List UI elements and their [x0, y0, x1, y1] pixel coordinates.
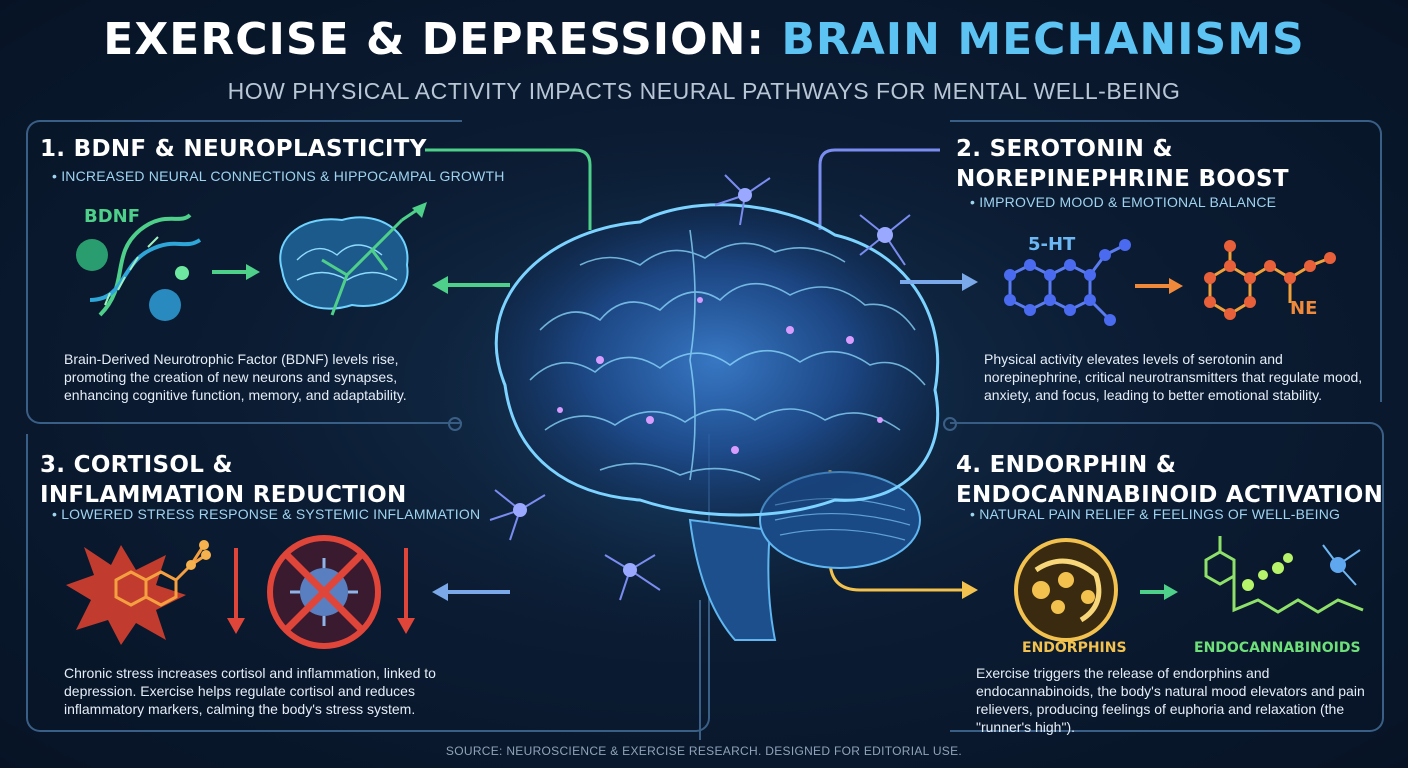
arrow-right-icon: [1135, 278, 1183, 294]
endocannabinoid-icon: [1204, 536, 1364, 614]
section-body-endorphin: Exercise triggers the release of endorph…: [976, 665, 1365, 735]
section-body-bdnf: Brain-Derived Neurotrophic Factor (BDNF)…: [64, 351, 407, 403]
norepinephrine-label: NE: [1290, 298, 1318, 319]
serotonin-molecule-icon: [1004, 239, 1131, 326]
section-body-cortisol: Chronic stress increases cortisol and in…: [64, 665, 436, 717]
source-note: SOURCE: NEUROSCIENCE & EXERCISE RESEARCH…: [445, 744, 963, 758]
section-subtitle-cortisol: • LOWERED STRESS RESPONSE & SYSTEMIC INF…: [52, 506, 481, 522]
panel-frame-bdnf: [26, 120, 462, 424]
arrow-right-icon: [212, 264, 260, 280]
section-title-endorphin-line1: 4. ENDORPHIN &: [956, 452, 1177, 478]
panel-frame-serotonin: [950, 120, 1382, 402]
section-subtitle-serotonin: • IMPROVED MOOD & EMOTIONAL BALANCE: [970, 194, 1277, 210]
dna-icon: [76, 213, 202, 321]
section-title-bdnf-line1: 1. BDNF & NEUROPLASTICITY: [40, 136, 427, 162]
section-title-serotonin: 2. SEROTONIN & NOREPINEPHRINE BOOST: [956, 134, 1289, 194]
panel-frame-endorphin: [950, 422, 1384, 732]
section-title-cortisol-line2: INFLAMMATION REDUCTION: [40, 482, 407, 508]
page-title: EXERCISE & DEPRESSION: BRAIN MECHANISMS: [0, 14, 1408, 65]
arrow-down-icon: [227, 548, 245, 634]
title-part2: BRAIN MECHANISMS: [781, 14, 1305, 65]
section-subtitle-bdnf: • INCREASED NEURAL CONNECTIONS & HIPPOCA…: [52, 168, 505, 184]
cortisol-molecule-icon: [66, 540, 211, 645]
section-title-bdnf: 1. BDNF & NEUROPLASTICITY: [40, 134, 427, 164]
bdnf-label: BDNF: [84, 206, 141, 227]
norepinephrine-molecule-icon: [1204, 240, 1336, 320]
arrow-right-icon: [1140, 584, 1178, 600]
section-title-serotonin-line2: NOREPINEPHRINE BOOST: [956, 166, 1289, 192]
endocannabinoids-label: ENDOCANNABINOIDS: [1194, 640, 1361, 656]
page-subtitle: HOW PHYSICAL ACTIVITY IMPACTS NEURAL PAT…: [227, 78, 1181, 104]
section-title-endorphin: 4. ENDORPHIN & ENDOCANNABINOID ACTIVATIO…: [956, 450, 1383, 510]
no-inflammation-icon: [267, 535, 381, 649]
section-title-endorphin-line2: ENDOCANNABINOID ACTIVATION: [956, 482, 1384, 508]
title-part1: EXERCISE & DEPRESSION:: [103, 14, 765, 65]
section-body-serotonin: Physical activity elevates levels of ser…: [984, 351, 1363, 403]
brain-growth-icon: [279, 202, 427, 316]
arrow-down-icon: [397, 548, 415, 634]
serotonin-label: 5-HT: [1028, 234, 1076, 255]
endorphins-label: ENDORPHINS: [1022, 640, 1127, 656]
section-title-cortisol-line1: 3. CORTISOL &: [40, 452, 233, 478]
section-subtitle-endorphin: • NATURAL PAIN RELIEF & FEELINGS OF WELL…: [970, 506, 1341, 522]
section-title-cortisol: 3. CORTISOL & INFLAMMATION REDUCTION: [40, 450, 407, 510]
section-title-serotonin-line1: 2. SEROTONIN &: [956, 136, 1173, 162]
endorphin-icon: [1014, 538, 1118, 642]
